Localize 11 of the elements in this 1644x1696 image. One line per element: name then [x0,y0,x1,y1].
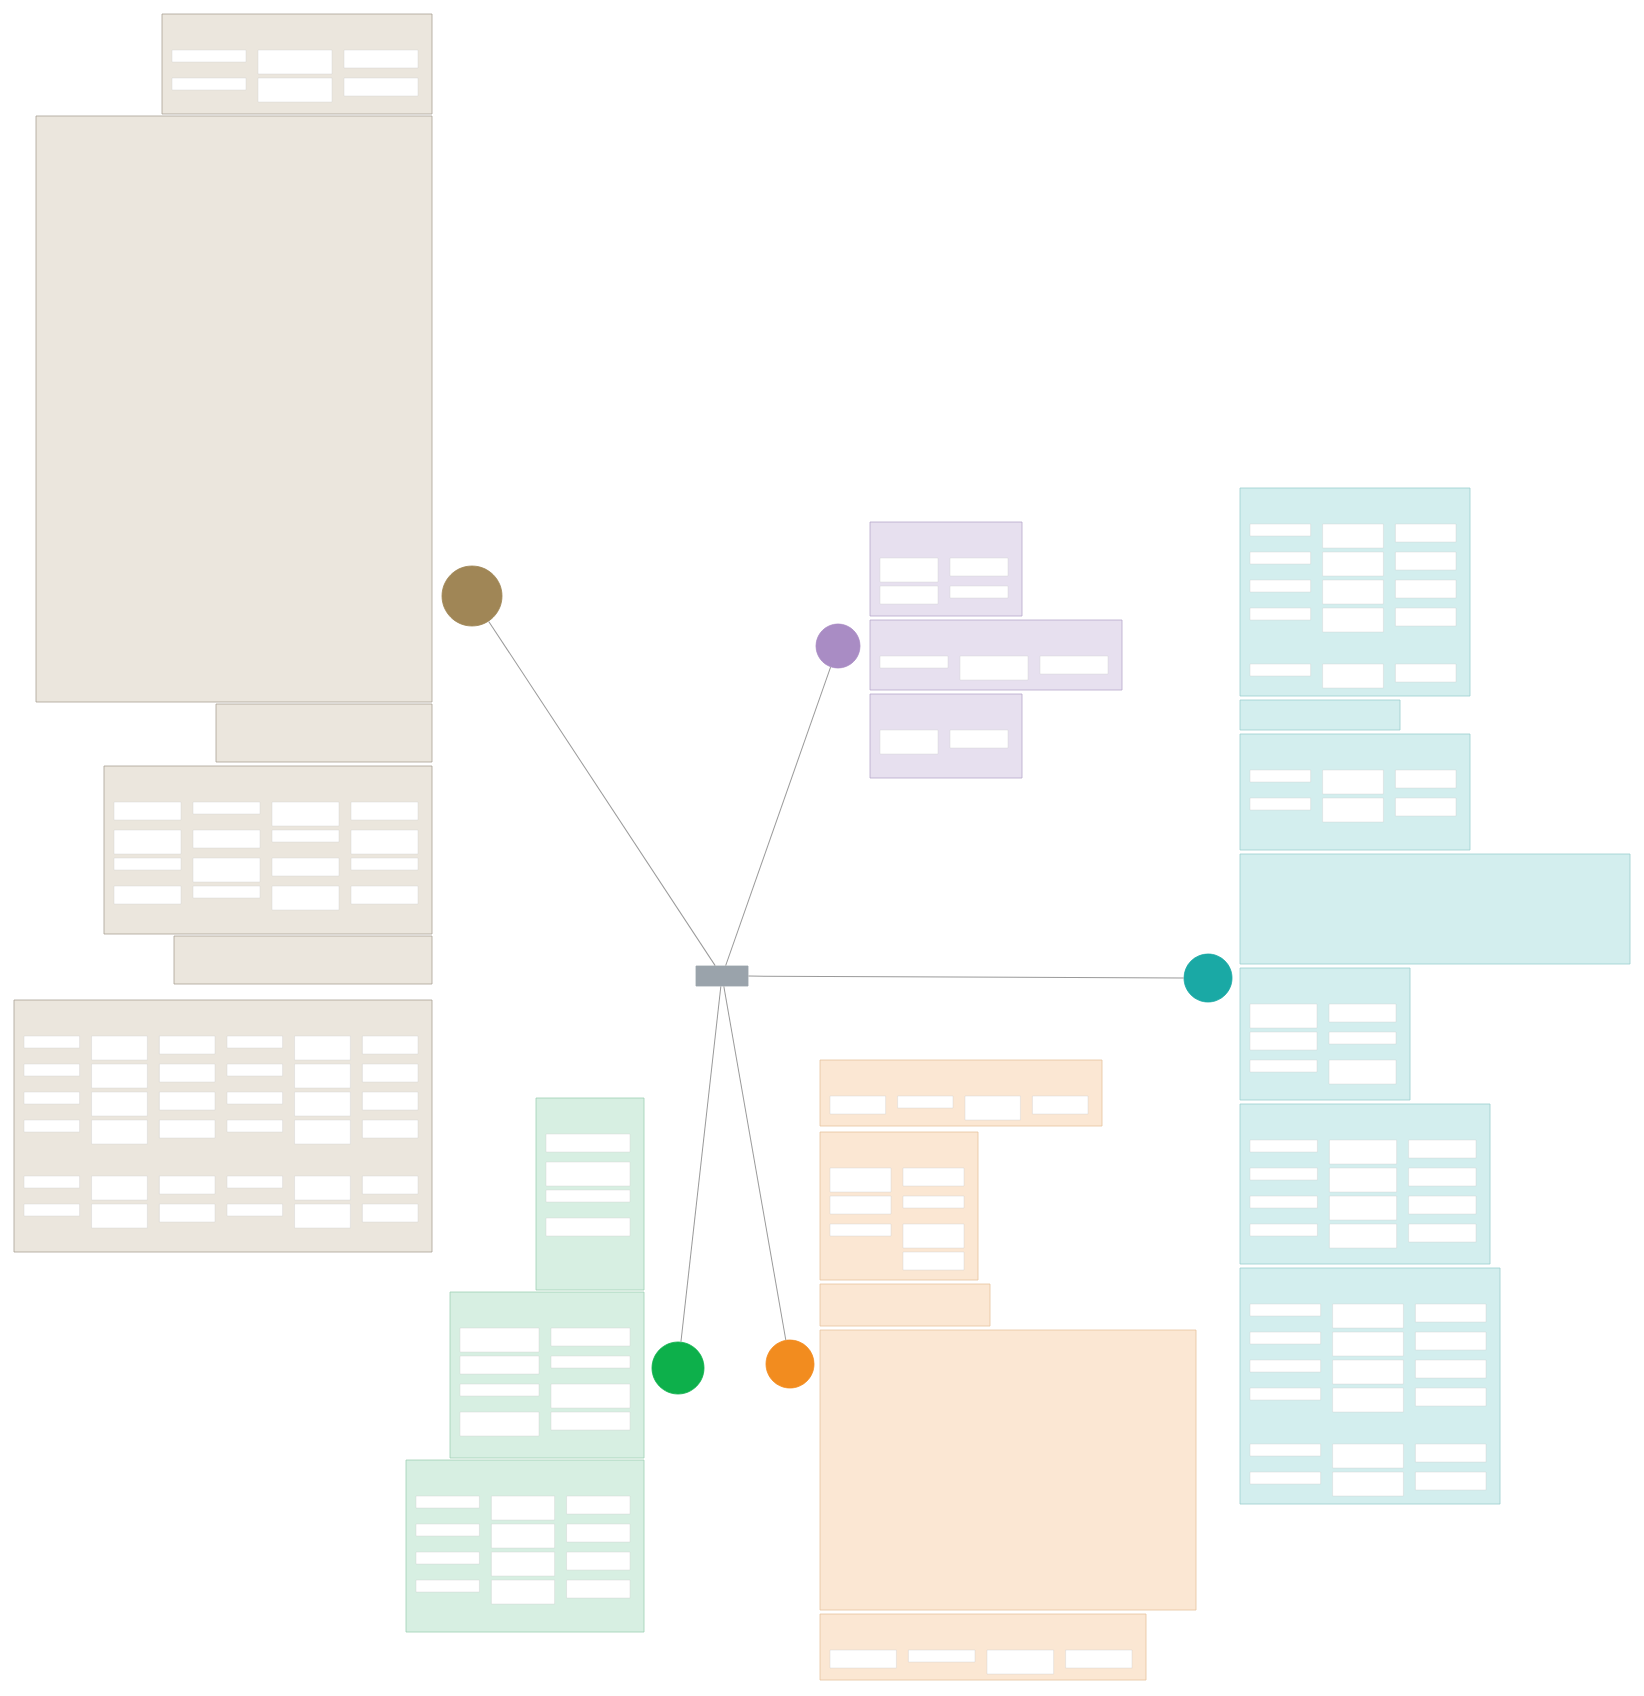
connector-line [725,666,832,967]
topic-circle [815,623,861,669]
connector-line [747,975,1185,979]
connector-line [680,985,722,1343]
topic-circle [651,1341,705,1395]
central-topic-box [695,965,749,987]
topic-circle [765,1339,815,1389]
topic-circle [1183,953,1233,1003]
connector-line [723,985,787,1341]
connector-line [488,620,716,967]
topic-circle [441,565,503,627]
